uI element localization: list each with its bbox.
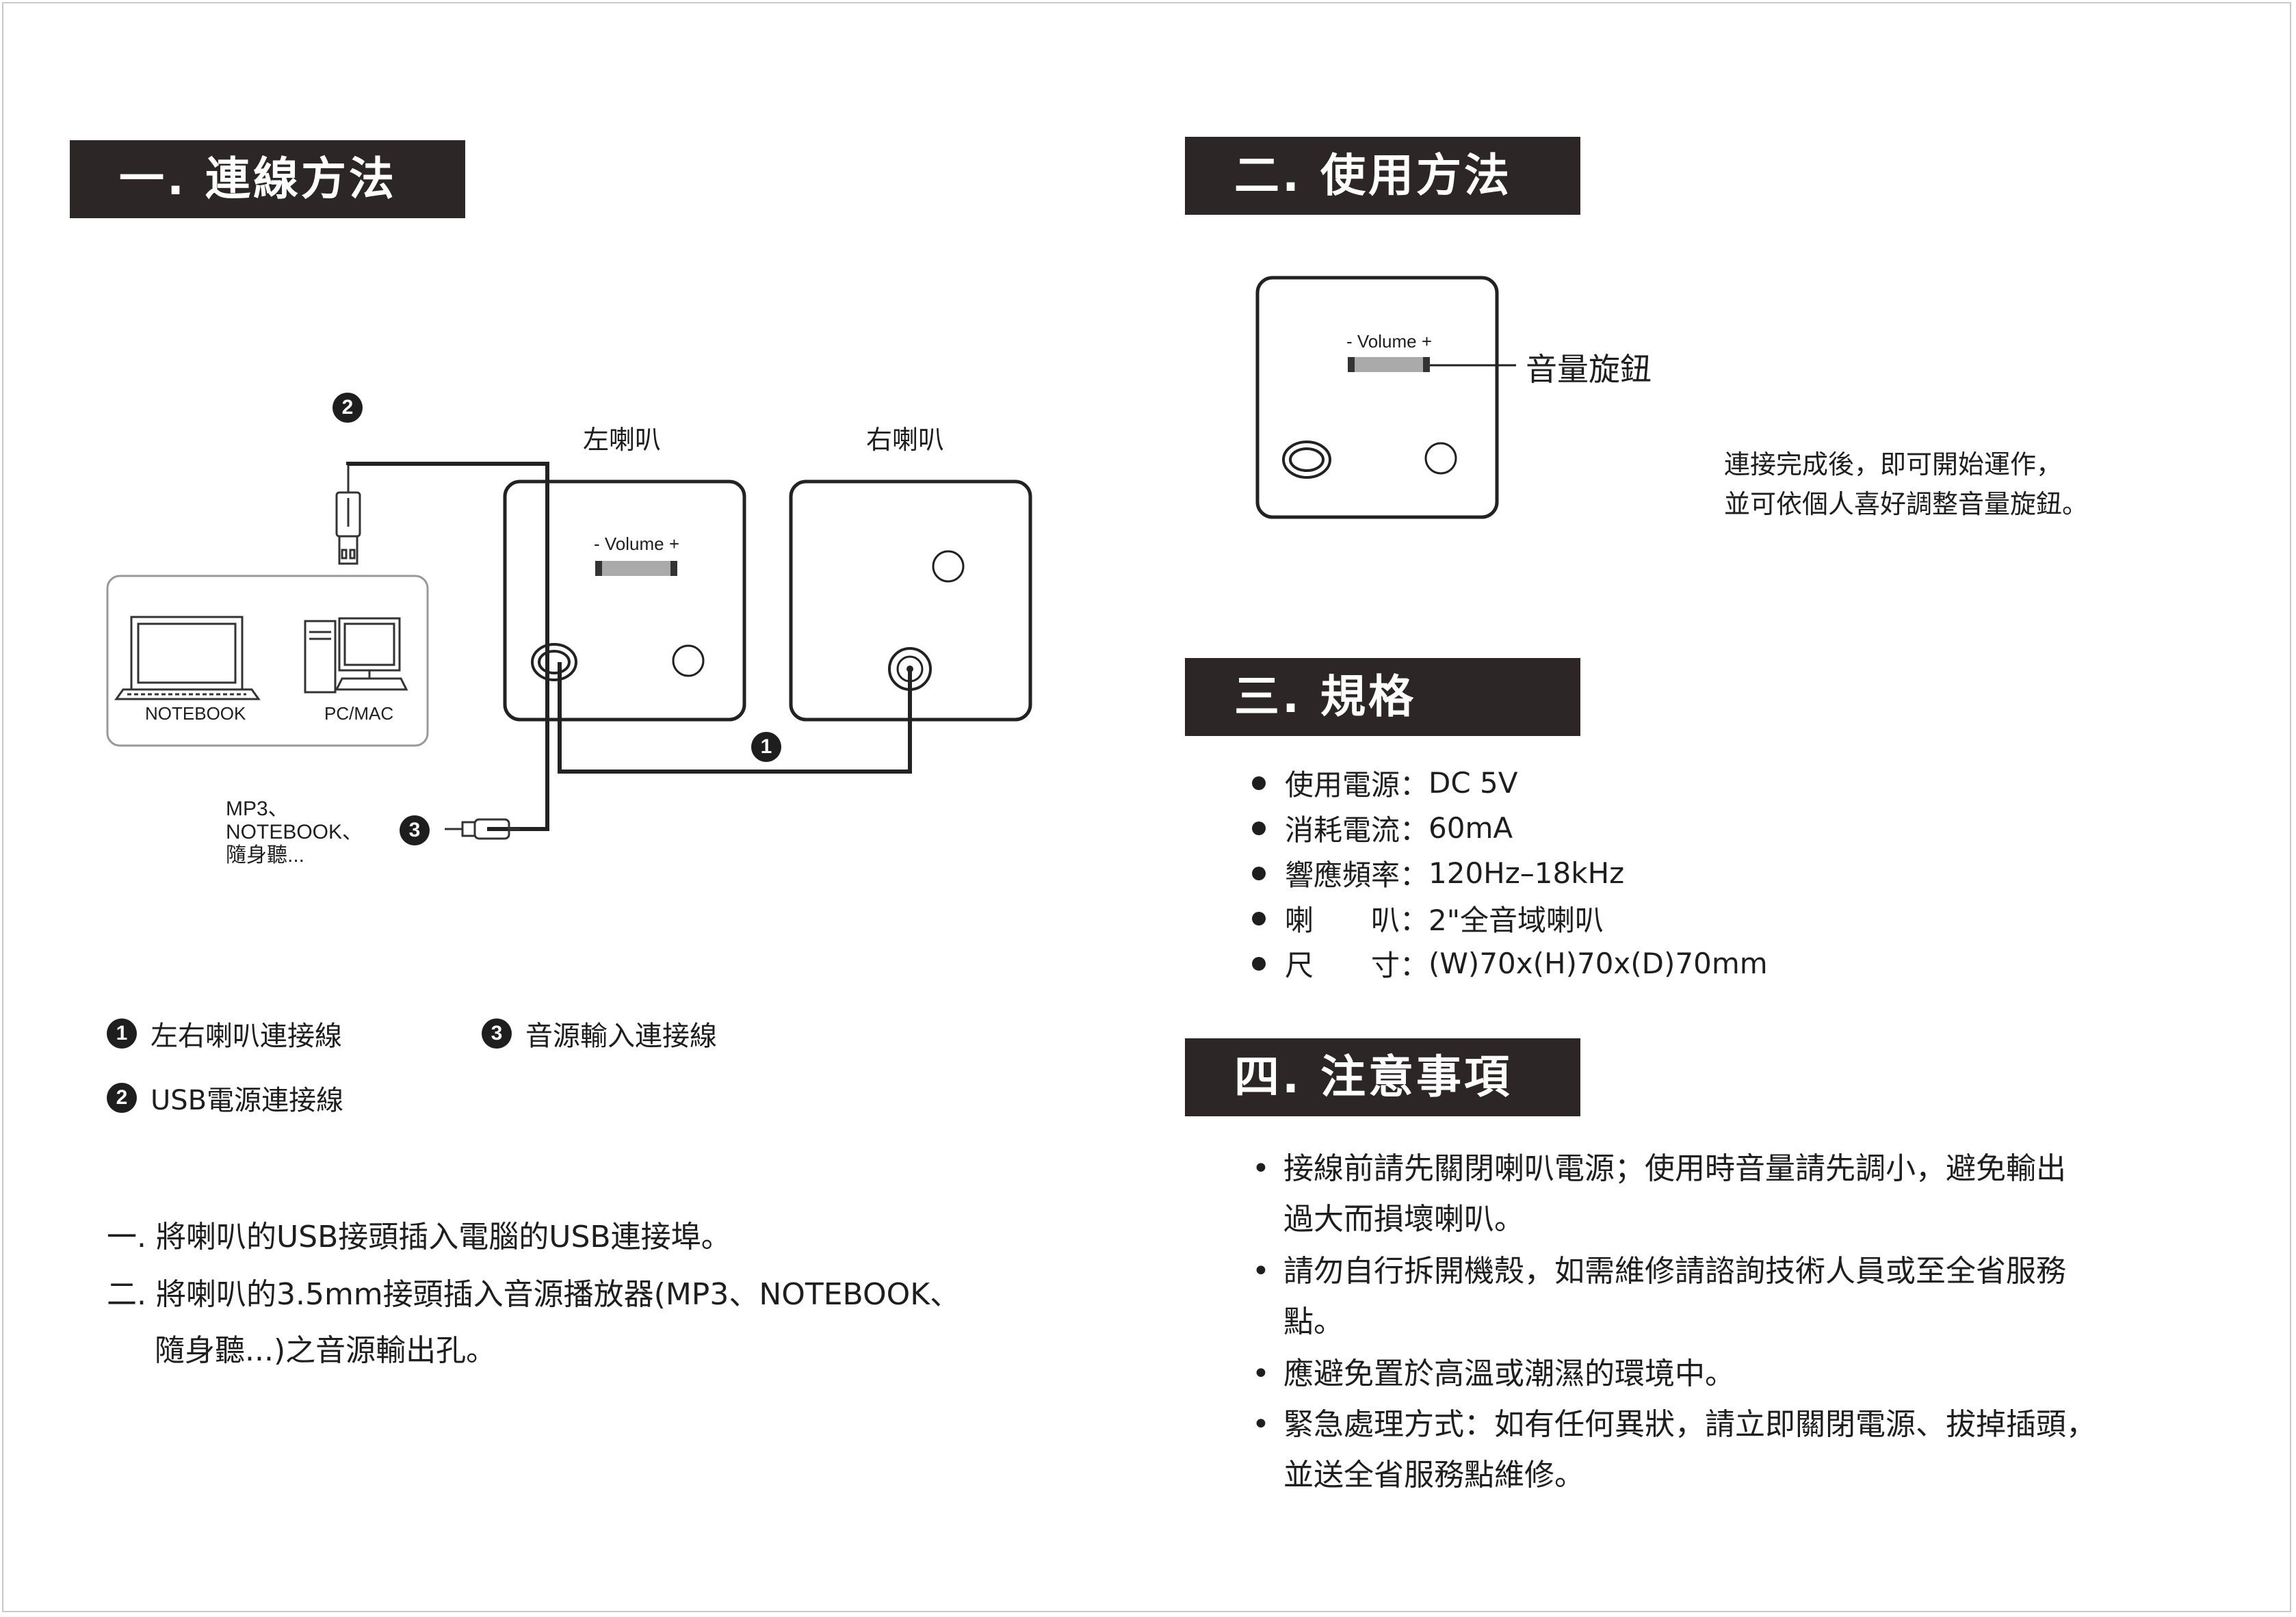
audio-jack-icon: [445, 818, 520, 840]
section-header-specs: 三. 規格: [1185, 658, 1580, 736]
usb-cable: [346, 462, 549, 831]
speaker-link-cable: [558, 662, 912, 774]
note-4: •緊急處理方式：如有任何異狀，請立即關閉電源、拔掉插頭， 並送全省服務點維修。: [1252, 1407, 2096, 1493]
step-2-cont: 隨身聽...)之音源輸出孔。: [155, 1333, 497, 1368]
left-led: [672, 644, 705, 677]
note-3: •應避免置於高溫或潮濕的環境中。: [1252, 1356, 1735, 1391]
step-1: 一. 將喇叭的USB接頭插入電腦的USB連接埠。: [107, 1220, 731, 1254]
spec-power: 使用電源：DC 5V: [1252, 762, 1518, 804]
usage-volume-knob: [1348, 357, 1430, 372]
step-2: 二. 將喇叭的3.5mm接頭插入音源播放器(MP3、NOTEBOOK、: [107, 1277, 961, 1312]
left-volume-knob: [595, 561, 677, 576]
spec-frequency: 響應頻率：120Hz–18kHz: [1252, 852, 1624, 894]
left-speaker-label: 左喇叭: [583, 425, 662, 455]
section-header-notes: 四. 注意事項: [1185, 1038, 1580, 1116]
marker-1: 1: [751, 732, 781, 762]
marker-3: 3: [400, 815, 430, 845]
pcmac-label: PC/MAC: [324, 703, 394, 724]
spec-size: 尺 寸：(W)70x(H)70x(D)70mm: [1252, 943, 1768, 984]
usage-description: 連接完成後，即可開始運作， 並可依個人喜好調整音量旋鈕。: [1724, 449, 2089, 519]
note-1: •接線前請先關閉喇叭電源；使用時音量請先調小，避免輸出 過大而損壞喇叭。: [1252, 1151, 2066, 1237]
notebook-label: NOTEBOOK: [145, 703, 246, 724]
usage-speaker: [1255, 276, 1499, 519]
pc-icon: [304, 617, 408, 694]
left-port-outer: [531, 643, 577, 681]
section-header-usage: 二. 使用方法: [1185, 137, 1580, 215]
notebook-icon: [114, 616, 261, 700]
computer-panel: [106, 575, 429, 747]
left-volume-label: - Volume +: [594, 534, 680, 554]
volume-knob-label: 音量旋鈕: [1526, 351, 1652, 388]
right-led: [932, 550, 965, 583]
usb-plug-icon: [335, 465, 361, 565]
usage-volume-label: - Volume +: [1346, 331, 1433, 352]
marker-2: 2: [332, 393, 363, 423]
usage-led: [1424, 442, 1457, 475]
note-2: •請勿自行拆開機殼，如需維修請諮詢技術人員或至全省服務 點。: [1252, 1254, 2066, 1339]
left-speaker: [503, 479, 746, 722]
right-speaker-label: 右喇叭: [866, 425, 945, 455]
audio-source-label: MP3、 NOTEBOOK、 隨身聽...: [226, 798, 363, 867]
spec-speaker: 喇 叭：2"全音域喇叭: [1252, 897, 1604, 939]
section-header-connect: 一. 連線方法: [70, 140, 465, 218]
spec-current: 消耗電流：60mA: [1252, 807, 1513, 849]
